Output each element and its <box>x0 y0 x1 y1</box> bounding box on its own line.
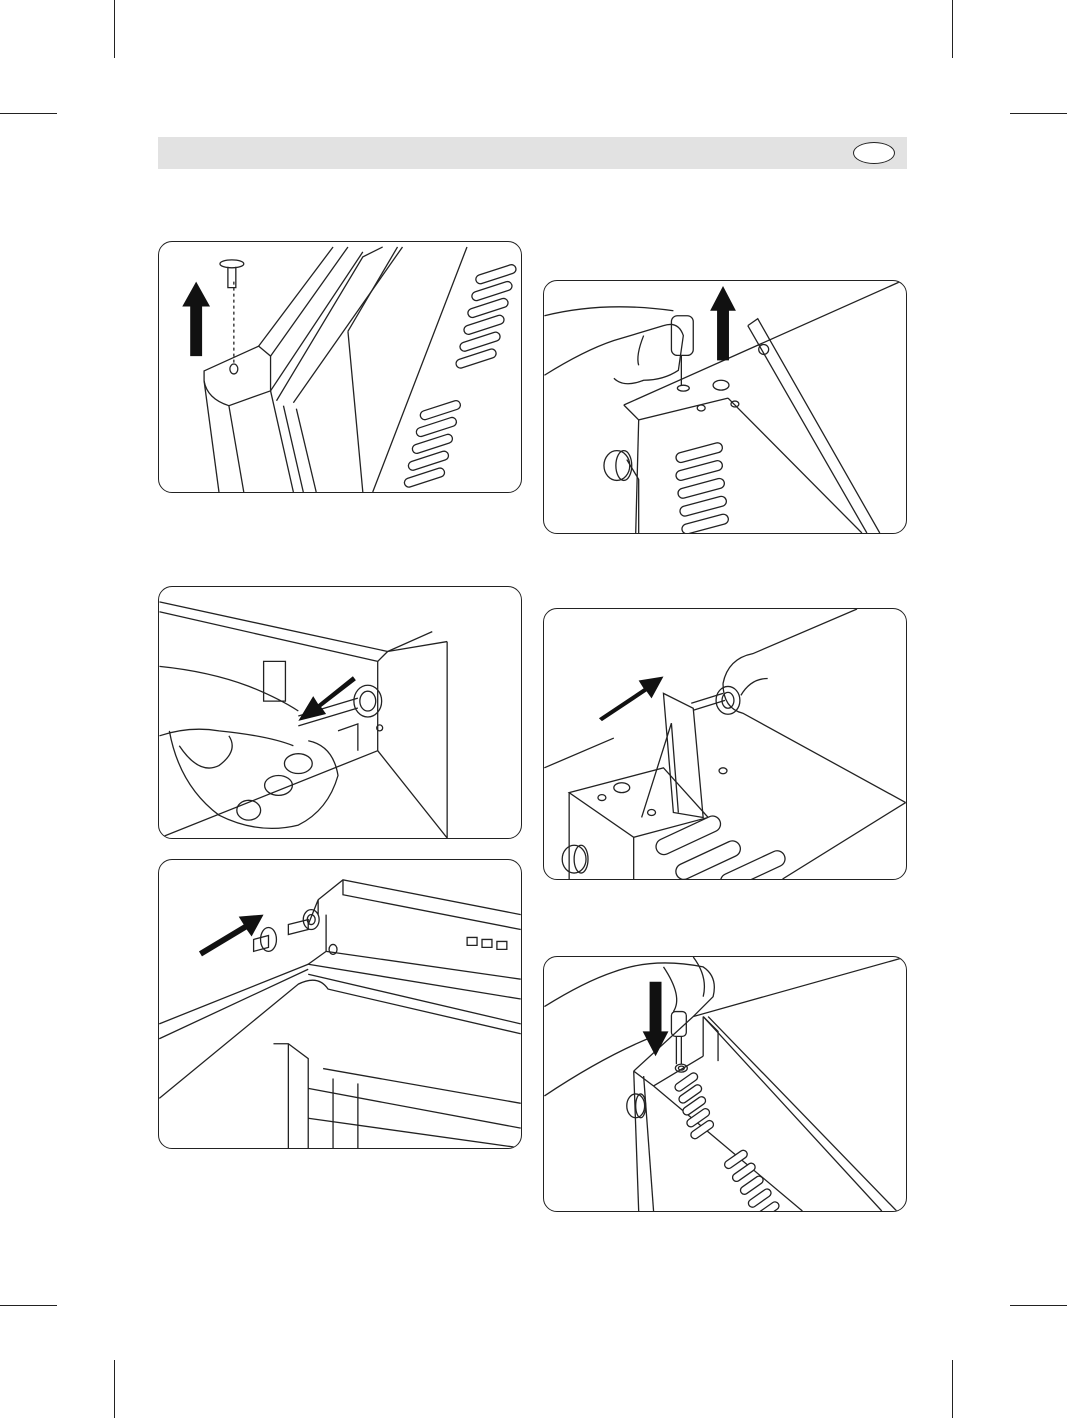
crop-mark <box>114 1360 115 1418</box>
section-header-bar <box>158 137 907 169</box>
illustration-drawing <box>159 860 521 1148</box>
crop-mark <box>1010 1305 1067 1306</box>
crop-mark <box>1010 113 1067 114</box>
language-badge <box>853 142 895 164</box>
illustration-drawing <box>544 957 906 1211</box>
illustration-remove-top-screw <box>158 241 522 493</box>
arrow-up-icon <box>710 286 736 360</box>
illustration-insert-hinge-pin <box>158 859 522 1149</box>
arrow-diagonal-icon <box>298 676 356 721</box>
illustration-unscrew-top-corner <box>543 280 907 534</box>
illustration-screw-bracket-down <box>543 956 907 1212</box>
arrow-down-icon <box>643 982 669 1056</box>
crop-mark <box>0 1305 57 1306</box>
crop-mark <box>114 0 115 58</box>
illustration-drawing <box>544 609 906 879</box>
illustration-unscrew-hinge-pin <box>158 586 522 839</box>
illustration-insert-bracket-pin <box>543 608 907 880</box>
illustration-drawing <box>544 281 906 533</box>
crop-mark <box>952 1360 953 1418</box>
illustration-drawing <box>159 587 521 838</box>
crop-mark <box>0 113 57 114</box>
arrow-diagonal-icon <box>599 677 664 722</box>
illustration-drawing <box>159 242 521 492</box>
arrow-up-icon <box>182 282 210 356</box>
crop-mark <box>952 0 953 58</box>
